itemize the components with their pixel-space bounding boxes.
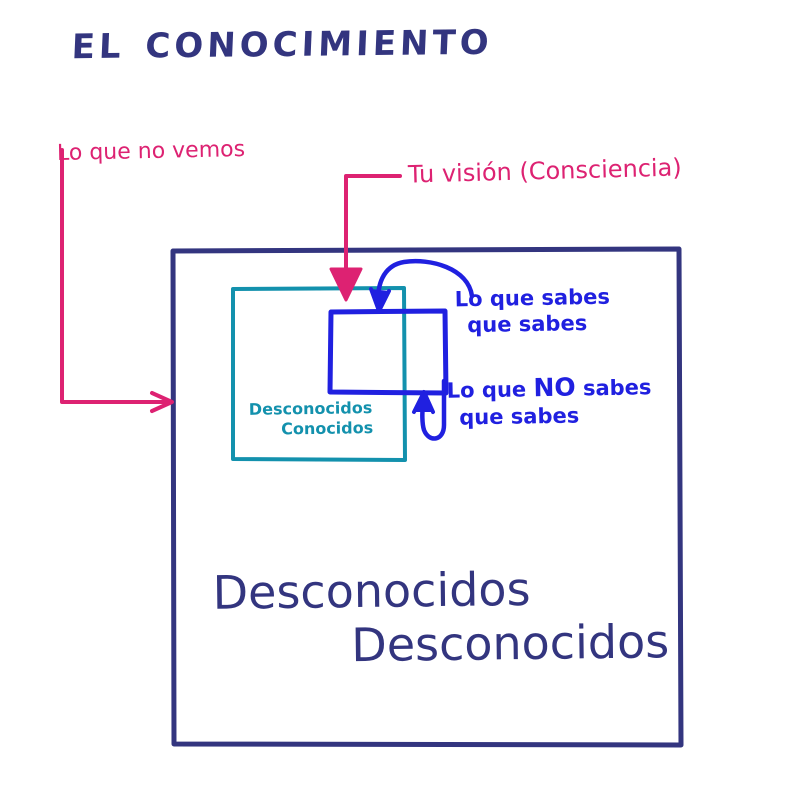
blue-hook-arrow-no-sabes xyxy=(412,378,447,441)
label-desconocidos-conocidos-line1: Desconocidos xyxy=(248,398,373,419)
label-desconocidos-desconocidos-line2: Desconocidos xyxy=(351,614,670,673)
annotation-no-sabes-suffix: sabes xyxy=(575,375,652,401)
annotation-sabes-line2: que sabes xyxy=(467,311,588,338)
pink-arrow-no-vemos xyxy=(60,169,174,413)
annotation-no-sabes-prefix: Lo que xyxy=(446,377,534,403)
annotation-no-sabes-line1: Lo que NO sabes xyxy=(446,372,652,403)
label-desconocidos-conocidos-line2: Conocidos xyxy=(281,418,374,439)
pink-arrow-tu-vision xyxy=(329,174,402,302)
blue-curved-arrow-sabes xyxy=(369,258,475,313)
label-desconocidos-desconocidos-line1: Desconocidos xyxy=(212,561,531,620)
annotation-no-sabes-line2: que sabes xyxy=(459,403,580,430)
annotation-sabes-line1: Lo que sabes xyxy=(454,284,611,312)
page-title: El Conocimiento xyxy=(70,9,495,71)
outer-box-unknown-unknowns xyxy=(170,246,684,748)
vision-box-consciousness xyxy=(327,308,449,396)
annotation-lo-que-no-vemos: Lo que no vemos xyxy=(56,137,246,166)
annotation-no-sabes-emphasis: NO xyxy=(533,372,576,403)
